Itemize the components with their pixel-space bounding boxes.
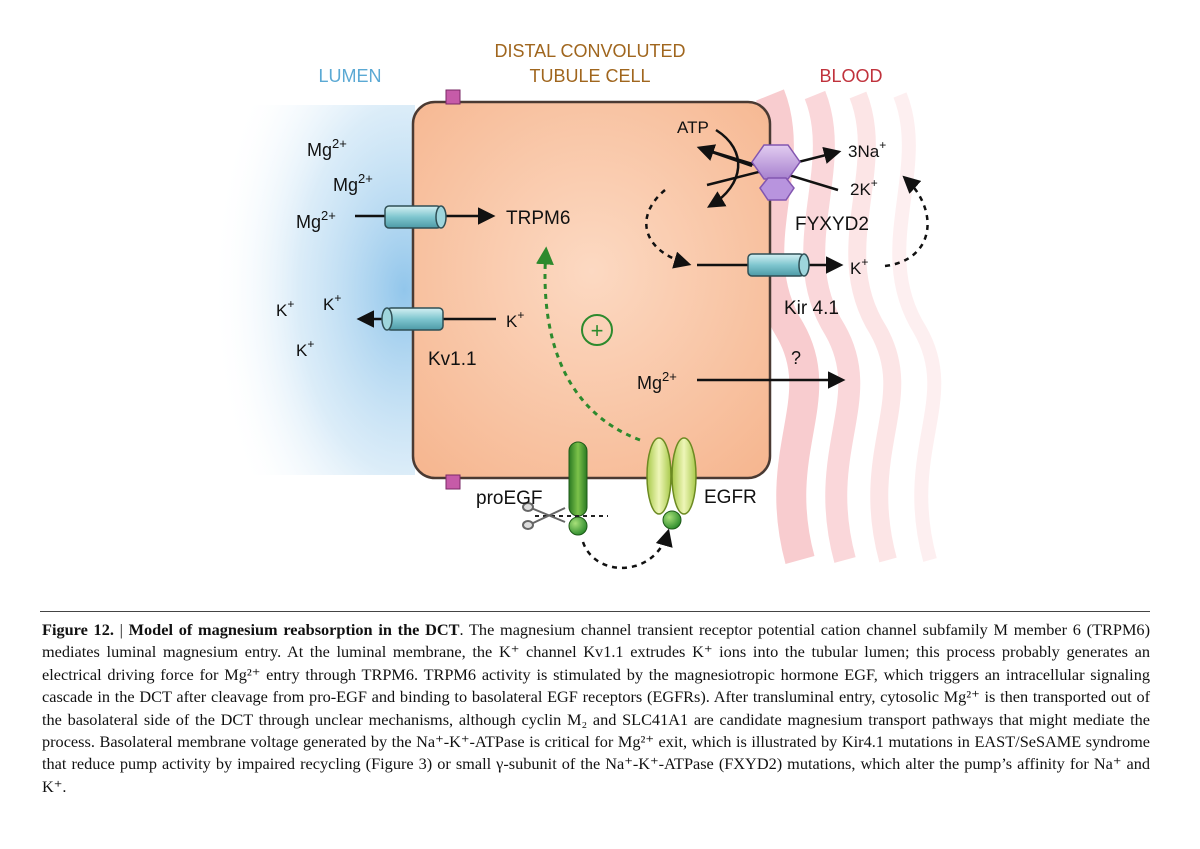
- kv11-label: Kv1.1: [428, 349, 477, 370]
- k-recycle-arrow-right: [884, 175, 929, 268]
- egf-binding-arrow: [581, 528, 673, 570]
- k-ion-blood: K+: [850, 255, 868, 278]
- k-recycle-arrow-left: [645, 189, 692, 269]
- question-label: ?: [791, 348, 801, 368]
- k-ion-lumen-3: K+: [296, 337, 314, 360]
- stimulation-plus-circle: [581, 314, 613, 346]
- k-ion-lumen-2: K+: [323, 291, 341, 314]
- proegf-label: proEGF: [476, 488, 543, 509]
- na3-label: 3Na+: [848, 138, 886, 161]
- dct-label-line2: TUBULE CELL: [529, 66, 650, 86]
- lumen-label: LUMEN: [318, 66, 381, 86]
- k-ion-cell: K+: [506, 308, 524, 331]
- figure-label: Figure 12.: [42, 620, 114, 639]
- caption-divider: [40, 611, 1150, 612]
- dct-diagram: LUMEN DISTAL CONVOLUTED TUBULE CELL BLOO…: [200, 41, 942, 570]
- k-ion-lumen-1: K+: [276, 297, 294, 320]
- lumen-region: [200, 105, 415, 475]
- proegf-protein: [535, 441, 608, 536]
- fyxyd2-label: FYXYD2: [795, 214, 869, 235]
- egfr-receptor: [646, 437, 697, 530]
- dct-label-line1: DISTAL CONVOLUTED: [494, 41, 685, 61]
- dct-cell: [411, 100, 772, 480]
- kir41-channel: [747, 253, 810, 277]
- figure-title: Model of magnesium reabsorption in the D…: [128, 620, 460, 639]
- kir41-label: Kir 4.1: [784, 298, 839, 319]
- egf-stimulation-arrow: [535, 246, 641, 442]
- mg-ion-lumen-2: Mg2+: [333, 171, 373, 195]
- atp-label: ATP: [677, 118, 709, 137]
- na-k-atpase-pump: [696, 128, 842, 208]
- scissors-icon: [522, 502, 566, 530]
- mg-ion-lumen-1: Mg2+: [307, 136, 347, 160]
- trpm6-label: TRPM6: [506, 208, 570, 229]
- kv11-channel: [381, 307, 444, 331]
- figure-caption: Figure 12. | Model of magnesium reabsorp…: [42, 619, 1150, 798]
- tight-junction-top: [445, 89, 461, 105]
- caption-text: . The magnesium channel transient recept…: [42, 620, 1150, 796]
- tight-junction-bottom: [445, 474, 461, 490]
- mg-ion-exit: Mg2+: [637, 369, 677, 393]
- trpm6-channel: [384, 205, 447, 229]
- blood-label: BLOOD: [819, 66, 882, 86]
- mg-ion-lumen-3: Mg2+: [296, 208, 336, 232]
- stimulation-plus: +: [591, 318, 604, 343]
- k2-label: 2K+: [850, 176, 878, 199]
- egfr-label: EGFR: [704, 487, 757, 508]
- caption-separator: |: [113, 620, 129, 639]
